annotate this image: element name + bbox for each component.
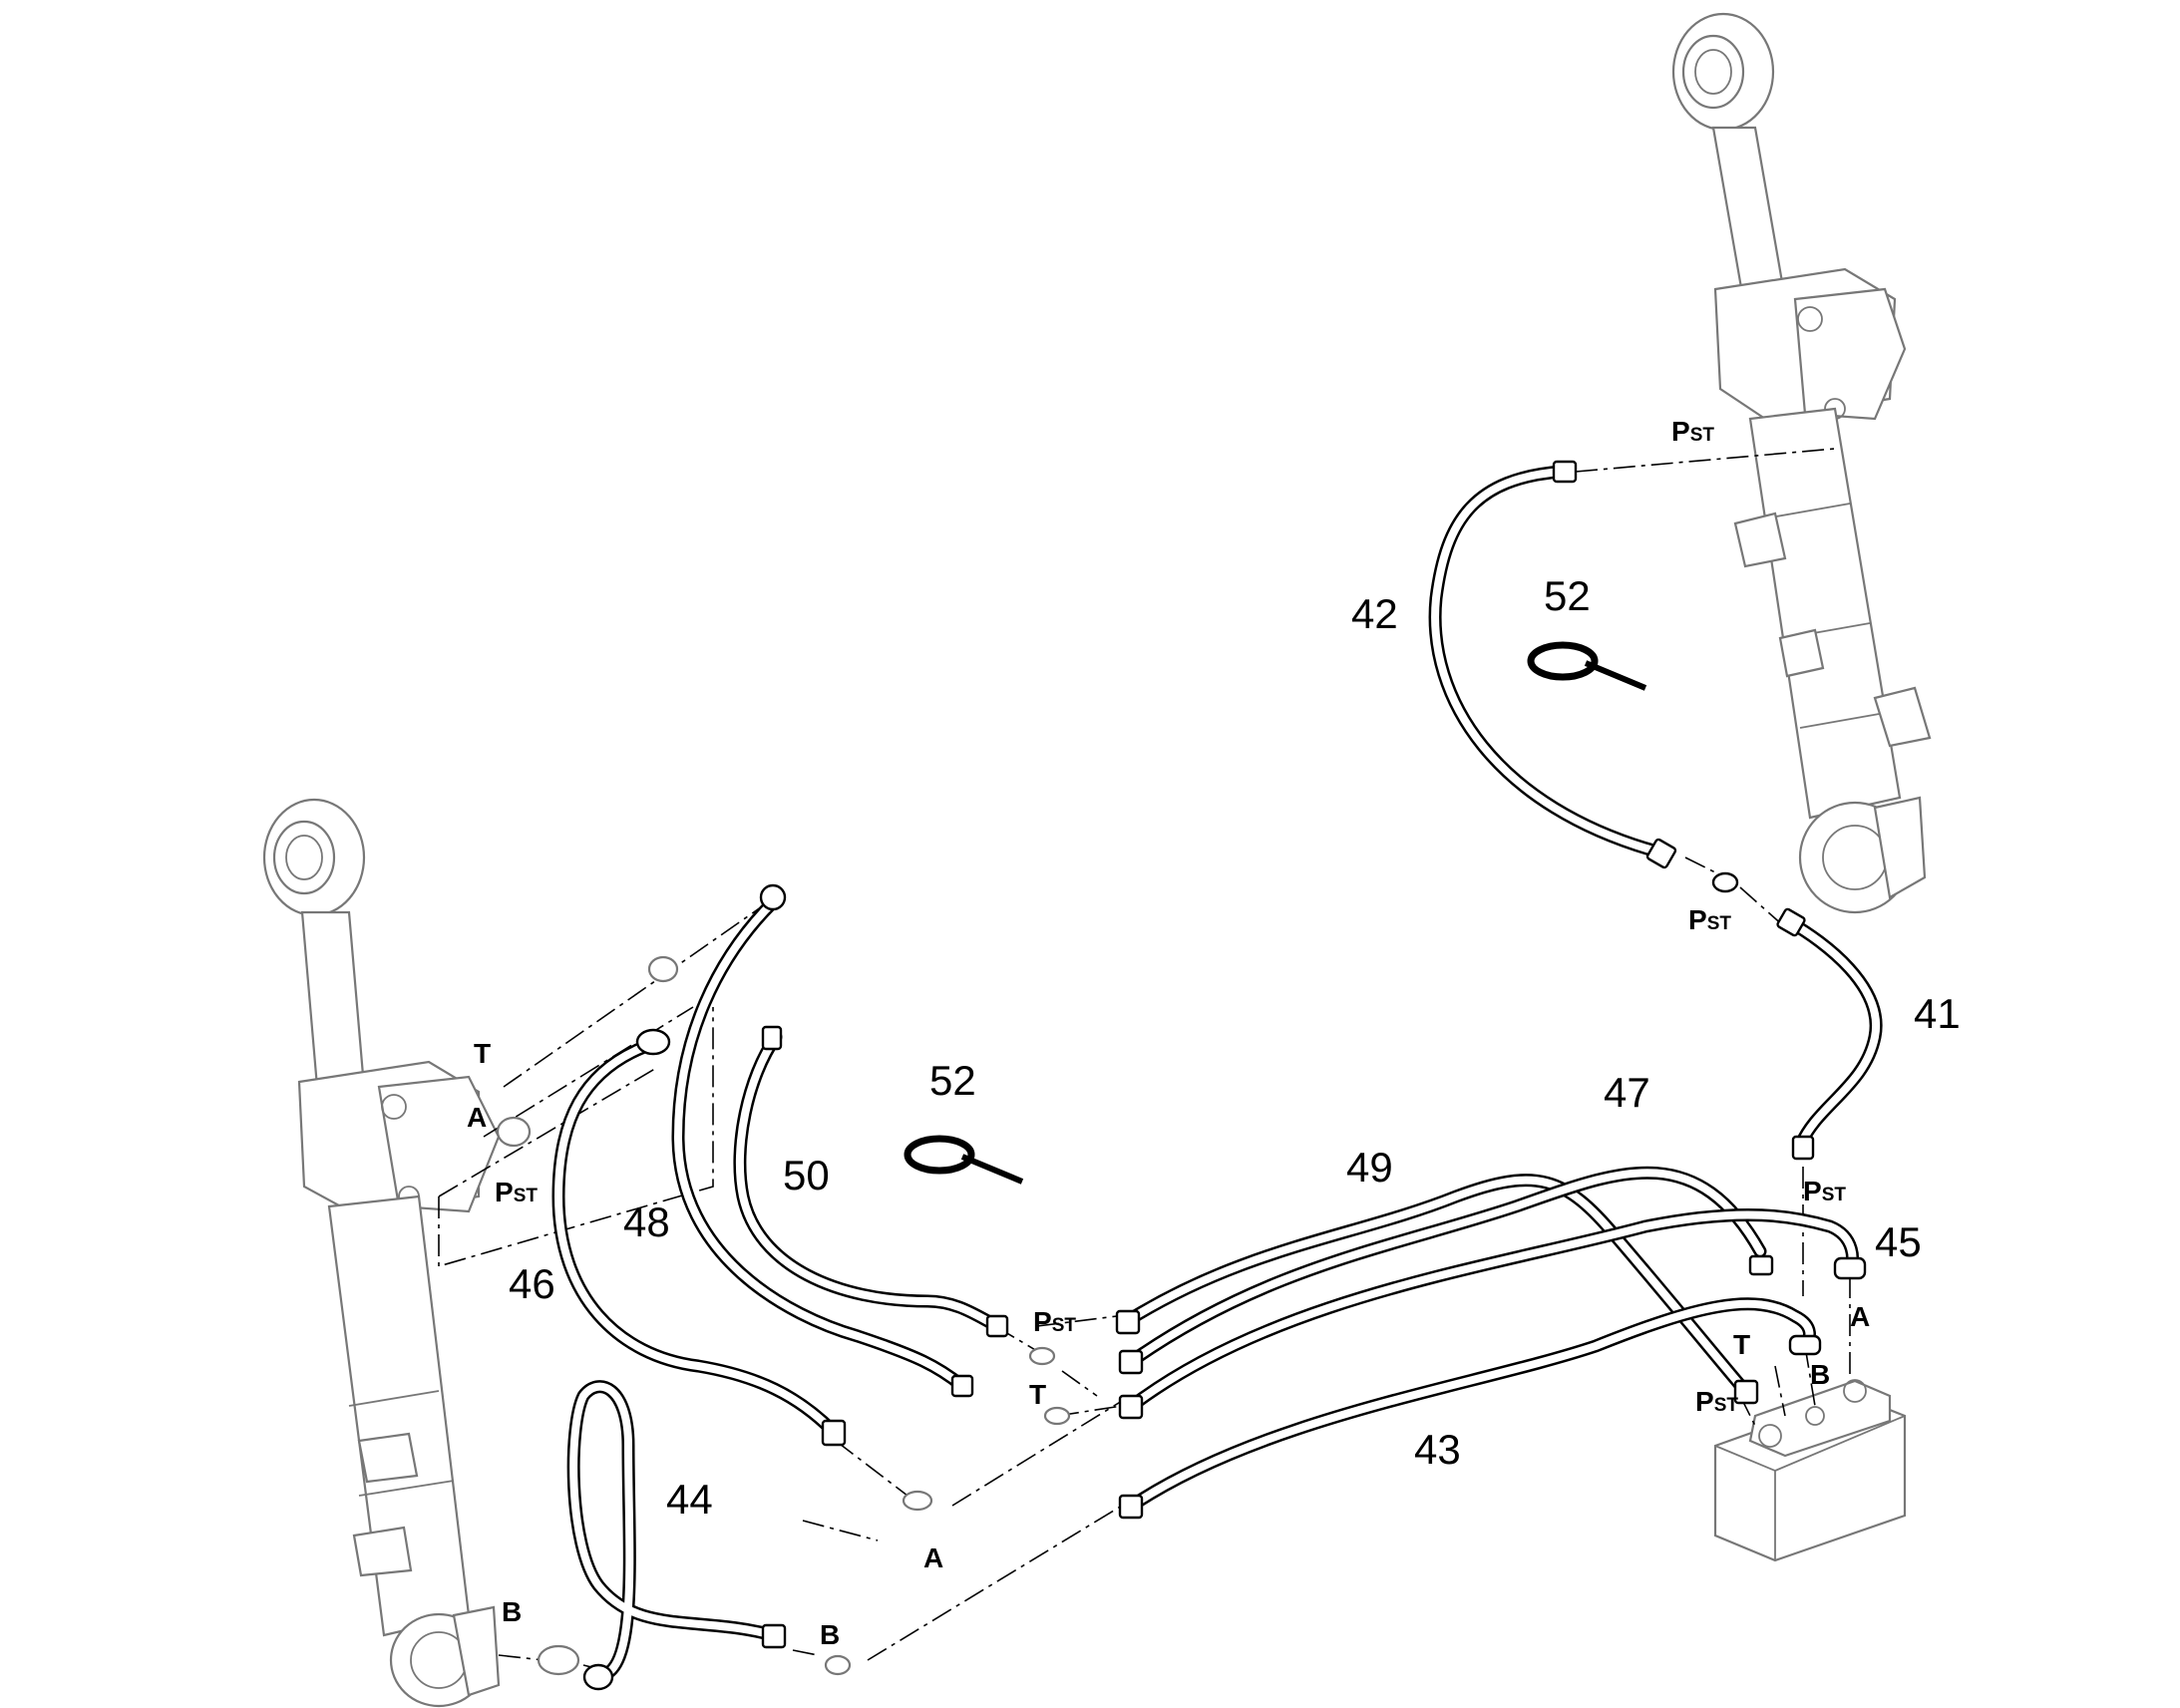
left-hydraulic-cylinder [262, 798, 501, 1708]
port-label-pst: PST [1695, 1386, 1738, 1417]
port-label-t: T [474, 1038, 491, 1069]
part-label-48: 48 [623, 1198, 670, 1245]
hoses [551, 465, 1883, 1682]
port-label-a: A [1850, 1301, 1870, 1332]
port-label-a: A [923, 1542, 943, 1573]
port-label-b: B [820, 1619, 840, 1650]
part-label-46: 46 [509, 1260, 555, 1307]
part-label-45: 45 [1875, 1218, 1922, 1265]
port-label-a: A [467, 1102, 487, 1133]
port-label-pst: PST [495, 1177, 538, 1207]
part-label-42: 42 [1351, 590, 1398, 637]
right-hydraulic-cylinder [1671, 12, 1932, 914]
port-label-b: B [1810, 1359, 1830, 1390]
cable-tie-icon [904, 1135, 1024, 1185]
part-label-49: 49 [1346, 1144, 1393, 1191]
part-number-labels: 41 42 43 44 45 46 47 48 49 50 52 52 [509, 572, 1961, 1523]
port-label-t: T [1029, 1379, 1046, 1410]
port-label-t: T [1733, 1329, 1750, 1360]
part-label-43: 43 [1414, 1426, 1461, 1473]
port-label-pst: PST [1803, 1176, 1846, 1206]
part-label-44: 44 [666, 1476, 713, 1523]
part-label-41: 41 [1914, 990, 1961, 1037]
port-label-b: B [502, 1596, 522, 1627]
port-label-pst: PST [1671, 416, 1714, 447]
fittings [496, 460, 1867, 1691]
port-label-pst: PST [1033, 1306, 1076, 1337]
cable-tie-icon [1527, 641, 1647, 691]
valve-block [1713, 1379, 1907, 1562]
port-label-pst: PST [1688, 904, 1731, 935]
part-label-50: 50 [783, 1152, 830, 1198]
port-labels: PST PST PST A T B PST T A PST PST T A B … [467, 416, 1870, 1650]
part-label-52-right: 52 [1544, 572, 1591, 619]
part-label-47: 47 [1604, 1069, 1650, 1116]
connection-lines [438, 448, 1851, 1671]
part-label-52-left: 52 [929, 1057, 976, 1104]
